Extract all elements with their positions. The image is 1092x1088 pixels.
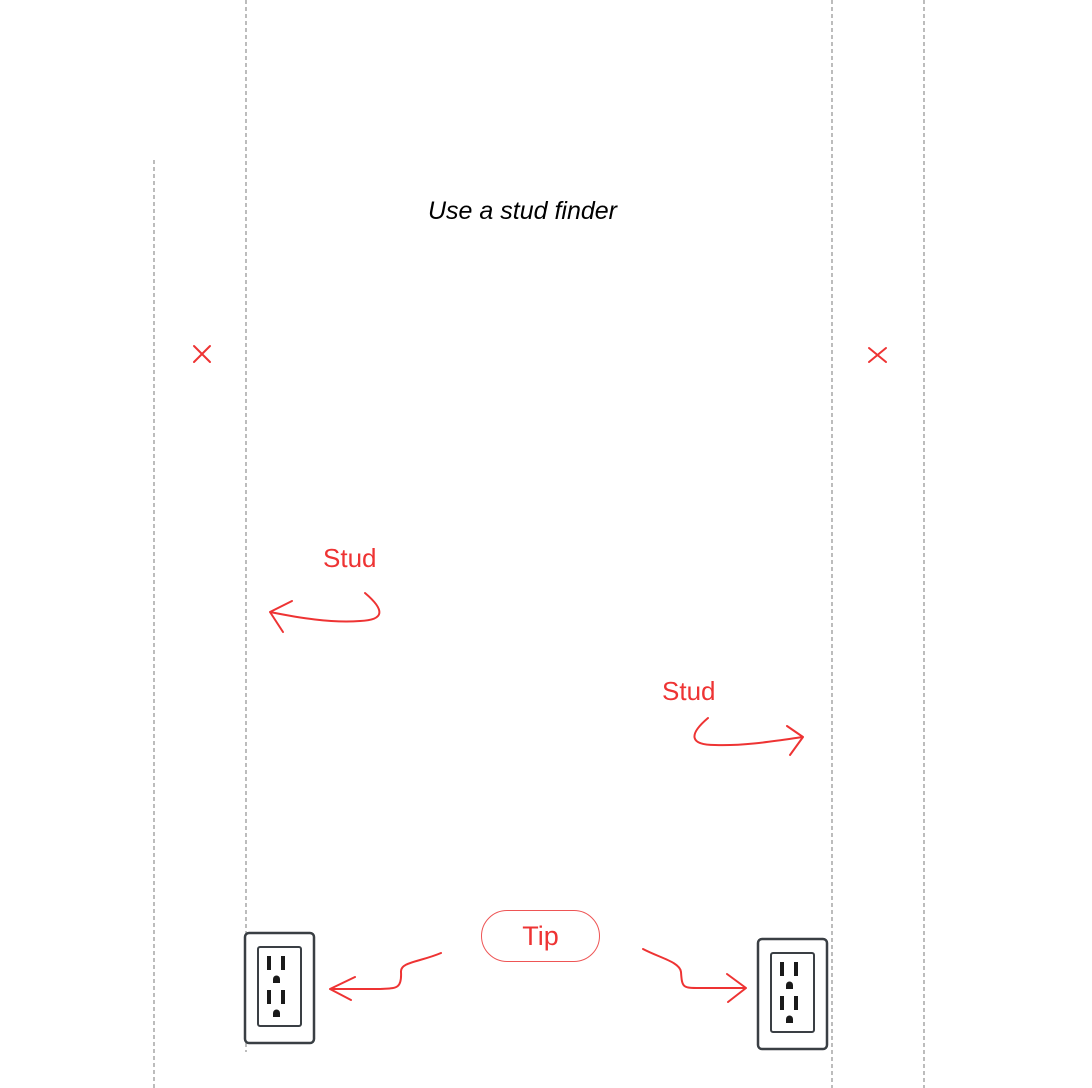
stud-label-right: Stud: [662, 676, 716, 706]
outlet-icon: [243, 931, 316, 1045]
outlet-icon: [756, 937, 829, 1051]
x-mark-right: [868, 347, 887, 363]
diagram-title: Use a stud finder: [428, 197, 617, 225]
arrow-stud-left: [269, 592, 381, 633]
tip-badge: Tip: [481, 910, 600, 962]
arrow-stud-right: [693, 717, 804, 756]
stud-label-left: Stud: [323, 543, 377, 573]
arrow-tip-right: [642, 948, 747, 1003]
arrow-tip-left: [329, 952, 442, 1001]
x-mark-left: [193, 345, 211, 363]
